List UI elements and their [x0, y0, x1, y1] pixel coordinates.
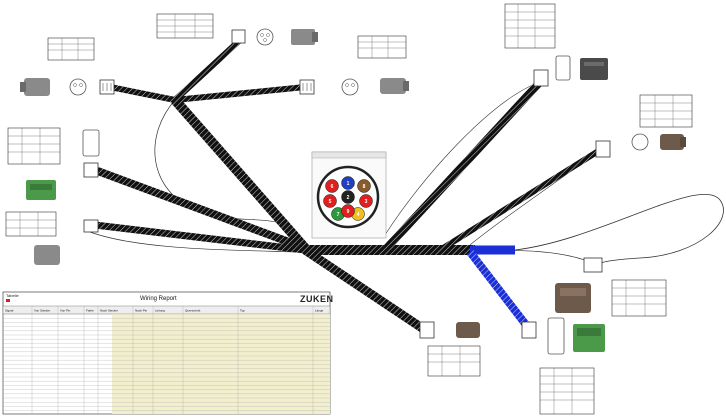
pin-label-4: 4 [357, 212, 360, 218]
pin-5 [323, 194, 337, 208]
pin-label-1: 1 [347, 181, 350, 187]
connector-end-left-top [99, 79, 115, 95]
zuken-logo: ZUKEN [300, 294, 334, 304]
connector-end-right-mid [595, 140, 611, 158]
report-table-rows [3, 306, 330, 414]
pin-label-5: 5 [329, 199, 332, 205]
bundle-upper-left-trunk [171, 96, 309, 252]
connector-end-right-lower [583, 257, 603, 273]
report-highlighted-columns [112, 314, 330, 414]
pin-table-bottom-right [539, 367, 595, 415]
connector-end-top [231, 29, 246, 44]
pin-6 [325, 179, 339, 193]
connector-3d-brown-lower-right [555, 283, 591, 313]
pin-8 [357, 179, 371, 193]
pin-face-top [256, 28, 274, 46]
pin-3 [359, 194, 373, 208]
thin-wire-top-right [384, 81, 541, 236]
report-column-header: Signal [5, 309, 14, 313]
connector-3d-gray-top [291, 29, 318, 45]
pin-label-9: 9 [347, 209, 350, 215]
report-column-header: Von Pin [60, 309, 71, 313]
pin-face-right-mid [631, 133, 649, 151]
report-column-header: Länge [315, 309, 324, 313]
connector-end-right-top [299, 79, 315, 95]
pin-table-right-lower [611, 279, 667, 317]
connector-3d-green-right [573, 324, 605, 352]
connector-end-bottom [419, 321, 435, 339]
connector-inset-panel: 6 1 8 5 2 3 7 4 9 [311, 151, 387, 239]
report-column-header: Leitung [155, 309, 165, 313]
pin-face-right-lower [547, 317, 565, 355]
report-column-header: Querschnitt [185, 309, 201, 313]
pin-label-6: 6 [331, 184, 334, 190]
pin-table-bottom [427, 345, 481, 377]
bundle-to-left-connector [109, 84, 176, 103]
thin-wire-left-bottom [89, 231, 301, 253]
report-column-header: Farbe [86, 309, 94, 313]
bundle-to-right-top-connector [174, 84, 306, 103]
report-column-header: Nach Stecker [100, 309, 118, 313]
connector-3d-green-left [26, 180, 56, 200]
pin-table-left-top [47, 37, 95, 61]
pin-label-3: 3 [365, 199, 368, 205]
bundle-to-right-mid [438, 147, 602, 253]
report-header-left: Tabelle [6, 293, 19, 298]
connector-3d-brown-right [660, 134, 686, 150]
bundle-to-top-right [382, 79, 543, 253]
pin-1 [341, 176, 355, 190]
connector-end-top-right [533, 69, 549, 87]
report-column-header: Typ [240, 309, 245, 313]
pin-face-left [69, 78, 87, 96]
pin-table-right-top [357, 35, 407, 59]
pin-face-top-right [555, 55, 571, 81]
pin-label-7: 7 [337, 212, 340, 218]
report-column-header-row [2, 305, 331, 315]
pin-label-8: 8 [363, 184, 366, 190]
pin-table-top [156, 13, 214, 39]
circular-connector-pins: 6 1 8 5 2 3 7 4 9 [323, 176, 373, 221]
connector-3d-gray-right-top [380, 78, 409, 94]
connector-end-left-mid [83, 162, 99, 178]
pin-table-right-mid [639, 94, 693, 128]
report-column-header: Von Stecker [34, 309, 50, 313]
pin-table-top-right [504, 3, 556, 49]
pin-face-left-mid [82, 129, 100, 157]
connector-end-blue-bottom [521, 321, 537, 339]
connector-3d-brown-bottom [456, 322, 480, 338]
pin-face-right-top [341, 78, 359, 96]
bundle-left-lower [94, 221, 306, 254]
blue-bundle-diagonal [466, 249, 534, 333]
bundle-to-top-connector [172, 37, 243, 103]
pin-2 [341, 190, 355, 204]
connector-3d-dark-top-right [580, 58, 608, 80]
connector-3d-gray-left-lower [34, 245, 60, 265]
connector-3d-gray-left [20, 78, 50, 96]
report-column-headers: Signal Von Stecker Von Pin Farbe Nach Stecke… [5, 309, 324, 313]
report-title: Wiring Report [140, 296, 177, 302]
report-column-header: Nach Pin [135, 309, 148, 313]
pin-label-2: 2 [347, 195, 350, 201]
connector-end-left-lower [83, 219, 99, 233]
wiring-report-panel: Tabelle Wiring Report ZUKEN Signal Von St… [2, 291, 334, 415]
bundle-to-bottom-connector [302, 246, 428, 334]
pin-table-left-mid [7, 127, 61, 165]
pin-9 [341, 204, 355, 218]
bundle-left-mid [93, 166, 307, 252]
thin-wire-loop-right [514, 194, 724, 266]
pin-table-left-lower [5, 211, 57, 237]
